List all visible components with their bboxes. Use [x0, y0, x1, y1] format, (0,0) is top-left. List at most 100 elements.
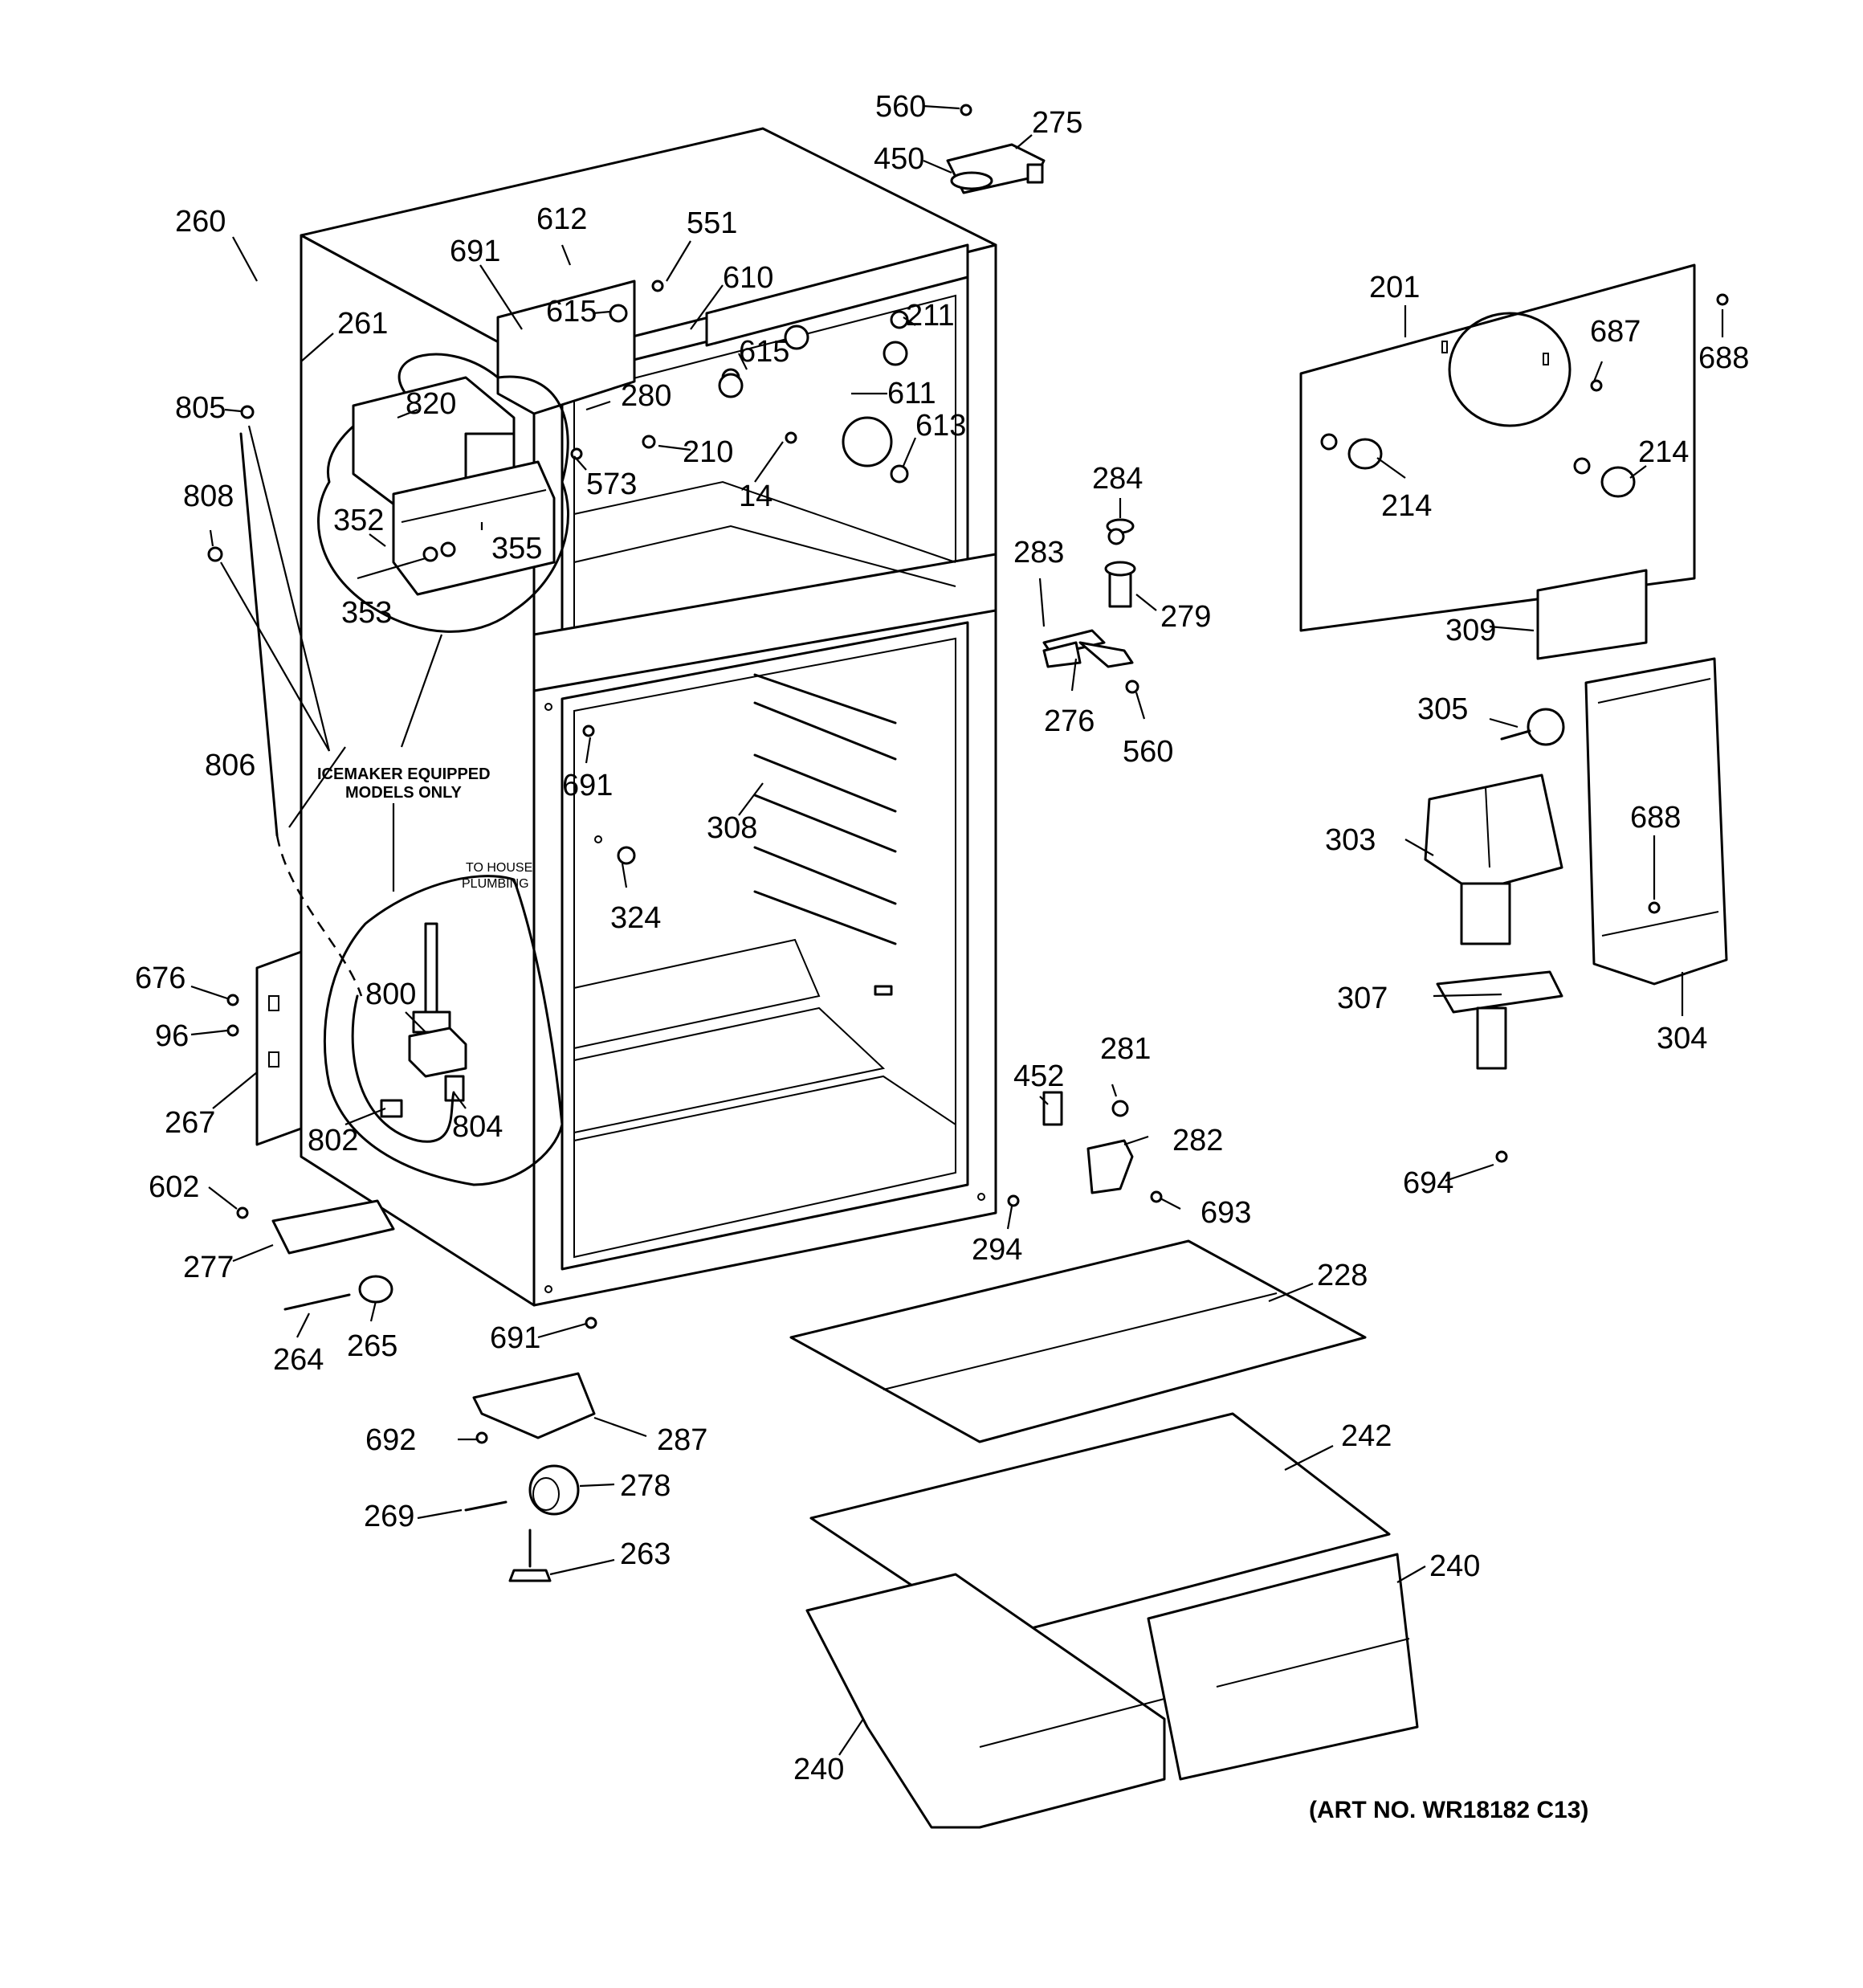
shelf-rails	[753, 673, 897, 945]
control-knob	[1500, 708, 1565, 746]
plumbing-note-line2: PLUMBING	[462, 877, 529, 891]
center-hinge	[1042, 629, 1134, 668]
callout-279: 279	[1160, 600, 1211, 634]
callout-694: 694	[1403, 1166, 1453, 1200]
crisper-pans	[805, 1553, 1419, 1829]
callout-303: 303	[1325, 823, 1376, 857]
callout-269: 269	[364, 1500, 414, 1533]
air-duct	[1584, 657, 1728, 986]
callout-281: 281	[1100, 1032, 1151, 1066]
callout-210: 210	[683, 435, 733, 469]
callout-355: 355	[491, 532, 542, 565]
callout-560: 560	[875, 90, 926, 124]
roller	[358, 1275, 393, 1304]
callout-96: 96	[155, 1019, 189, 1053]
callout-615: 615	[546, 295, 597, 329]
callout-611: 611	[887, 377, 936, 410]
callout-452: 452	[1013, 1059, 1064, 1093]
callout-551: 551	[687, 206, 737, 240]
callout-450: 450	[874, 142, 924, 176]
callout-676: 676	[135, 961, 185, 995]
callout-labels: 560 275 450 260 612 551 691 610 615 211 …	[135, 90, 1749, 1786]
callout-265: 265	[347, 1329, 397, 1363]
icemaker-assembly	[352, 376, 556, 596]
side-hinge	[255, 950, 303, 1146]
callout-560-b: 560	[1123, 735, 1173, 769]
callout-282: 282	[1172, 1124, 1223, 1157]
callout-802: 802	[308, 1124, 358, 1157]
callout-324: 324	[610, 901, 661, 935]
art-number: (ART NO. WR18182 C13)	[1309, 1797, 1588, 1823]
callout-201: 201	[1369, 271, 1420, 304]
callout-214: 214	[1381, 489, 1432, 523]
light-socket	[1436, 970, 1563, 1070]
callout-573: 573	[586, 467, 637, 501]
callout-228: 228	[1317, 1259, 1368, 1292]
callout-691-c: 691	[490, 1321, 540, 1355]
callout-688-b: 688	[1630, 801, 1681, 835]
callout-276: 276	[1044, 704, 1095, 738]
callout-240: 240	[1429, 1549, 1480, 1583]
control-box	[1424, 774, 1563, 945]
callout-304: 304	[1657, 1022, 1707, 1055]
callout-612: 612	[536, 202, 587, 236]
callout-610: 610	[723, 261, 773, 295]
callout-284: 284	[1092, 462, 1143, 496]
top-hinge	[946, 143, 1046, 194]
callout-615-b: 615	[739, 335, 789, 369]
callout-267: 267	[165, 1106, 215, 1140]
callout-352: 352	[333, 504, 384, 537]
callout-800: 800	[365, 978, 416, 1011]
leveling-screw	[508, 1529, 552, 1582]
callout-305: 305	[1417, 692, 1468, 726]
callout-240-b: 240	[793, 1753, 844, 1786]
callout-353: 353	[341, 596, 392, 630]
callout-275: 275	[1032, 106, 1082, 140]
callout-14: 14	[739, 480, 773, 513]
evaporator-cover	[1299, 263, 1696, 632]
callout-261: 261	[337, 307, 388, 341]
callout-688: 688	[1698, 341, 1749, 375]
front-roller	[528, 1464, 580, 1516]
icemaker-note-line1: ICEMAKER EQUIPPED	[317, 765, 491, 783]
wire-shelf	[789, 1239, 1367, 1443]
callout-294: 294	[972, 1233, 1022, 1267]
callout-308: 308	[707, 811, 757, 845]
leader-lines	[190, 104, 1724, 1756]
axle-rod	[283, 1293, 351, 1311]
callout-805: 805	[175, 391, 226, 425]
light-shield	[1536, 569, 1648, 660]
callout-691: 691	[450, 235, 500, 268]
callout-214-b: 214	[1638, 435, 1689, 469]
plumbing-note-line1: TO HOUSE	[466, 861, 532, 875]
callout-806: 806	[205, 749, 255, 782]
leveling-bracket	[472, 1372, 596, 1439]
callout-242: 242	[1341, 1419, 1392, 1453]
callout-278: 278	[620, 1469, 671, 1503]
callout-263: 263	[620, 1537, 671, 1571]
fasteners	[207, 104, 1729, 1444]
water-valve-assembly	[351, 922, 467, 1143]
callout-283: 283	[1013, 536, 1064, 569]
callout-287: 287	[657, 1423, 707, 1457]
callout-260: 260	[175, 205, 226, 239]
callout-613: 613	[915, 409, 966, 443]
callout-277: 277	[183, 1251, 234, 1284]
callout-264: 264	[273, 1343, 324, 1377]
callout-307: 307	[1337, 982, 1388, 1015]
callout-691-b: 691	[562, 769, 613, 802]
callout-693: 693	[1201, 1196, 1251, 1230]
callout-602: 602	[149, 1170, 199, 1204]
callout-820: 820	[406, 387, 456, 421]
refrigerator-cabinet	[300, 127, 997, 1307]
callout-808: 808	[183, 480, 234, 513]
callout-692: 692	[365, 1423, 416, 1457]
icemaker-note-line2: MODELS ONLY	[345, 784, 462, 802]
callout-687: 687	[1590, 315, 1641, 349]
callout-309: 309	[1445, 614, 1496, 647]
kickplate-bracket	[271, 1199, 395, 1255]
callout-211: 211	[906, 299, 955, 333]
bottom-hinge	[1042, 1091, 1134, 1194]
icemaker-arrows	[220, 425, 443, 892]
